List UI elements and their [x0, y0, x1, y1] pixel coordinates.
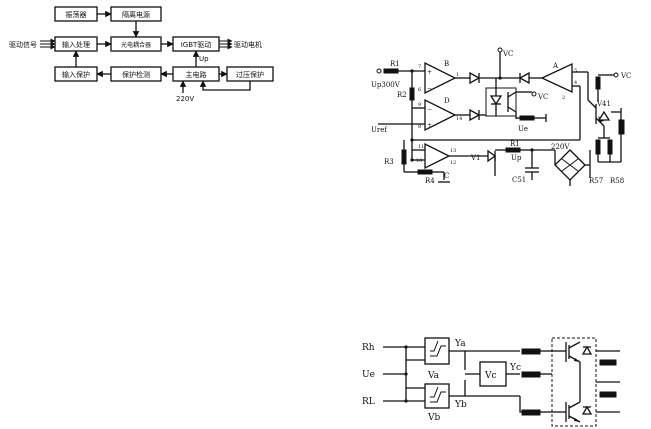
pin-1: 1	[456, 72, 459, 78]
output-resistor-1	[599, 359, 617, 366]
pin-6: 6	[418, 87, 421, 93]
ue-bridge-label: Ue	[362, 370, 375, 380]
r-side-resistor	[618, 119, 625, 135]
feedback-resistor	[521, 371, 541, 378]
optocoupler-frame	[485, 87, 517, 117]
r3-label: R3	[384, 158, 394, 166]
op-amp-c	[424, 142, 451, 170]
yb-label: Yb	[454, 400, 467, 410]
pin-9: 9	[418, 102, 421, 108]
input-processing-label: 输入处理	[62, 40, 90, 49]
block-diagram: 振荡器 隔离电源 驱动信号 输入处理 光电耦合器 IGBT驱动 驱动电机 Up …	[9, 6, 274, 103]
r58-resistor	[607, 139, 613, 155]
r4-resistor	[417, 169, 433, 175]
diode-d	[469, 108, 481, 122]
pin-10: 10	[416, 158, 422, 164]
rh-label: Rh	[362, 343, 375, 353]
yc-label: Yc	[509, 363, 521, 373]
output-resistor-2	[599, 391, 617, 398]
upb-label: Up	[511, 154, 522, 162]
r2-label: R2	[397, 91, 407, 99]
protection-detect-label: 保护检测	[122, 70, 150, 79]
vc-top-label: VC	[502, 50, 513, 58]
gate-resistor-lower	[521, 409, 541, 416]
pin-4: 4	[574, 80, 577, 86]
vc-mid-label: VC	[537, 93, 548, 101]
freewheel-diode-lower	[581, 405, 593, 415]
v1-label: V1	[470, 154, 481, 162]
rl-label: RL	[362, 397, 375, 407]
pin-13: 13	[450, 148, 456, 154]
op-amp-d	[424, 98, 457, 132]
r57-label: R57	[589, 177, 603, 185]
ya-label: Ya	[454, 339, 466, 349]
oscillator-label: 振荡器	[66, 10, 87, 19]
pin-2: 2	[562, 95, 565, 101]
main-circuit-label: 主电路	[186, 70, 207, 79]
pin-11: 11	[418, 144, 424, 150]
vc-label: Vc	[484, 371, 497, 381]
igbt-bridge: Rh Ue RL Va Ya Vb Yb	[362, 337, 620, 427]
pin-14: 14	[456, 116, 462, 122]
r58-label: R58	[610, 177, 624, 185]
drive-motor-label: 驱动电机	[234, 40, 262, 49]
vc-right-label: VC	[620, 72, 631, 80]
svg-text:+: +	[427, 122, 432, 129]
diode-b	[469, 71, 481, 85]
ac220-label: 220V	[551, 143, 570, 151]
pin-8: 8	[418, 124, 421, 130]
freewheel-diode-upper	[581, 345, 593, 355]
pull-up-resistor	[595, 76, 601, 90]
input-protection-label: 输入保护	[62, 70, 90, 79]
pin-7: 7	[418, 64, 421, 70]
pin-5: 5	[574, 68, 577, 74]
op-amp-b	[424, 61, 457, 95]
r1b-resistor	[505, 147, 521, 153]
svg-text:−: −	[427, 85, 432, 92]
va-label: Va	[427, 371, 440, 381]
pin-12: 12	[450, 160, 456, 166]
overvoltage-protection-label: 过压保护	[236, 70, 264, 79]
r1-resistor	[383, 68, 399, 74]
comparator-circuit: R1 Up300V R2 B + − 7 6 1 VC A	[371, 47, 631, 186]
zener-v1	[487, 149, 497, 163]
isolation-power-label: 隔离电源	[122, 10, 150, 19]
ue-label: Ue	[518, 125, 528, 133]
op-amp-a	[540, 62, 573, 94]
optocoupler-label: 光电耦合器	[121, 41, 151, 49]
op-amp-a-label: A	[552, 62, 559, 70]
drive-signal-label: 驱动信号	[9, 40, 37, 49]
r2-resistor	[409, 87, 415, 101]
gate-resistor-upper	[521, 348, 541, 355]
r1-label: R1	[390, 60, 400, 68]
v41-label: V41	[596, 100, 611, 108]
r57-resistor	[595, 139, 601, 155]
svg-text:−: −	[427, 106, 432, 113]
up300v-terminal	[376, 68, 382, 74]
up-label: Up	[199, 55, 209, 63]
op-amp-d-label: D	[444, 97, 450, 105]
svg-text:+: +	[427, 69, 432, 76]
ac-label: 220V	[176, 95, 194, 103]
uref-label: Uref	[371, 126, 388, 134]
vb-block	[424, 383, 450, 409]
r3-resistor	[401, 149, 407, 165]
va-block	[424, 337, 450, 365]
ue-resistor	[519, 115, 535, 121]
opto-led	[489, 95, 503, 106]
vb-label: Vb	[427, 413, 440, 423]
op-amp-c-label: C	[444, 172, 449, 180]
diode-a	[518, 71, 530, 85]
r1b-label: R1	[510, 140, 520, 148]
c51-label: C51	[512, 176, 526, 184]
up300v-label: Up300V	[371, 81, 401, 89]
r4-label: R4	[425, 177, 435, 185]
igbt-drive-label: IGBT驱动	[181, 40, 212, 49]
op-amp-b-label: B	[444, 60, 449, 68]
zener-v41	[597, 110, 611, 121]
